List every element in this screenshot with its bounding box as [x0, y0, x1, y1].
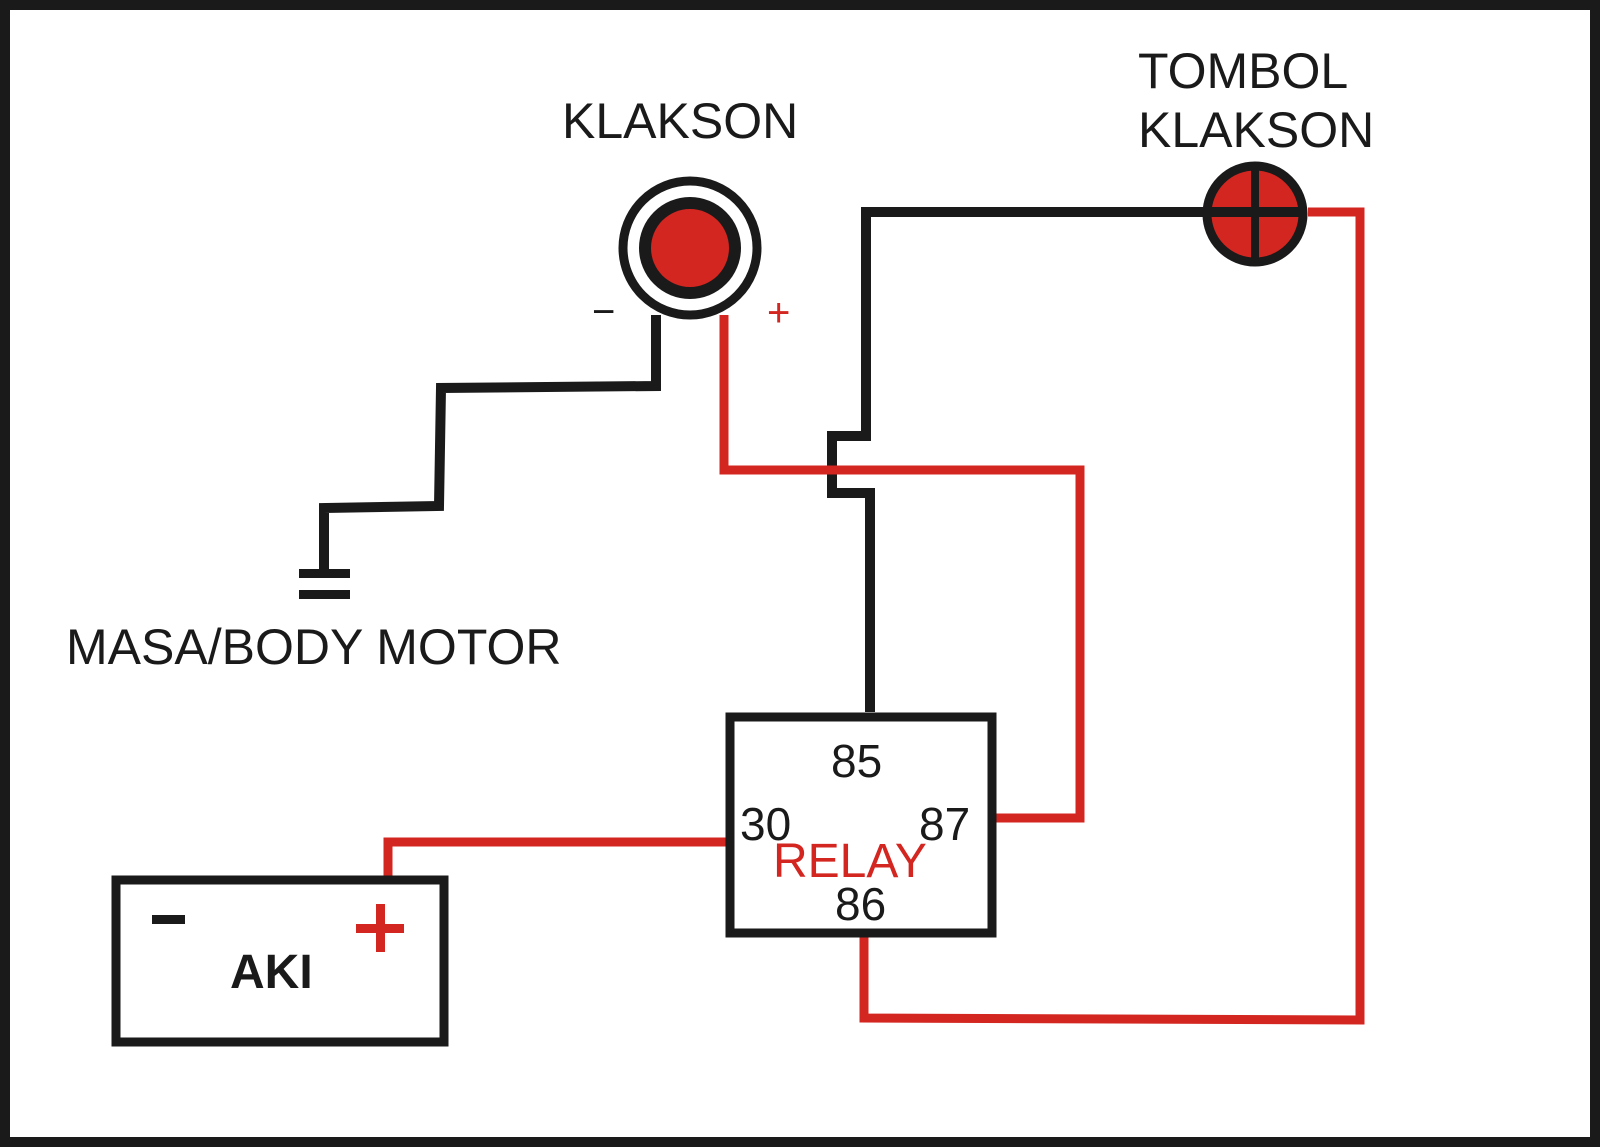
- battery-minus-mark: [152, 915, 185, 924]
- wire-relay85-switch: [827, 207, 1205, 712]
- relay-pin-85: 85: [831, 735, 882, 787]
- relay-pin-30: 30: [740, 798, 791, 850]
- wire-battery-relay30: [383, 837, 728, 880]
- wire-horn-ground: [319, 315, 661, 572]
- battery-label: AKI: [230, 946, 313, 999]
- ground-symbol-icon: [299, 569, 350, 599]
- wire-horn-relay87: [719, 315, 1085, 823]
- horn-plus-label: +: [767, 291, 790, 335]
- battery-plus-mark: [356, 904, 404, 952]
- relay-label: RELAY: [773, 835, 927, 888]
- horn-label: KLAKSON: [562, 93, 798, 149]
- relay-box: [725, 712, 997, 938]
- ground-label: MASA/BODY MOTOR: [66, 619, 561, 675]
- relay-pin-87: 87: [919, 798, 970, 850]
- relay-pin-86: 86: [835, 878, 886, 930]
- push-button-icon: [1202, 161, 1308, 267]
- switch-label-line2: KLAKSON: [1138, 102, 1374, 158]
- switch-label-line1: TOMBOL: [1138, 43, 1348, 99]
- battery-box: [111, 875, 449, 1047]
- horn-icon: [618, 176, 762, 320]
- horn-minus-label: −: [592, 290, 615, 334]
- wire-switch-relay86: [859, 207, 1365, 1025]
